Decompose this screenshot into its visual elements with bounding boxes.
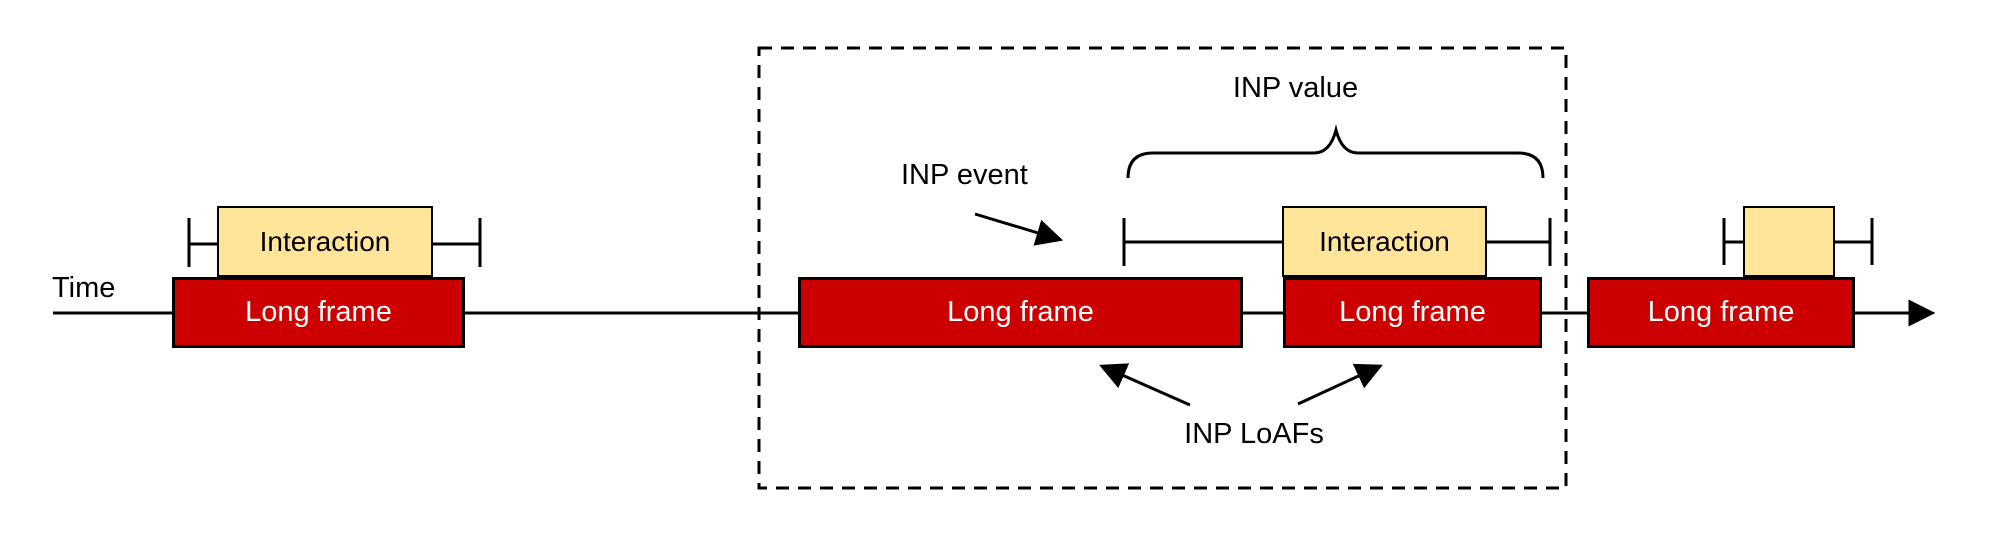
long-frame-1-label: Long frame xyxy=(245,296,392,328)
inp-value-label: INP value xyxy=(1232,72,1359,104)
inp-loafs-arrow-left xyxy=(1099,363,1191,407)
time-axis-label: Time xyxy=(52,272,116,304)
interaction-2-label: Interaction xyxy=(1319,225,1450,257)
inp-window-dashed-box xyxy=(757,46,1568,490)
long-frame-3: Long frame xyxy=(1283,277,1542,348)
inp-event-arrow xyxy=(974,212,1064,246)
long-frame-1: Long frame xyxy=(172,277,465,348)
inp-loafs-label: INP LoAFs xyxy=(1184,418,1324,450)
interaction-1: Interaction xyxy=(217,206,433,277)
long-frame-4-label: Long frame xyxy=(1647,296,1795,328)
long-frame-3-label: Long frame xyxy=(1339,296,1486,328)
interaction-2: Interaction xyxy=(1282,206,1487,277)
interaction-1-label: Interaction xyxy=(259,225,391,257)
long-frame-2: Long frame xyxy=(798,277,1243,348)
inp-event-label: INP event xyxy=(901,159,1028,191)
inp-value-brace xyxy=(1126,124,1545,179)
long-frame-2-label: Long frame xyxy=(947,296,1094,328)
inp-loafs-arrow-right xyxy=(1297,363,1383,406)
interaction-3 xyxy=(1743,206,1835,277)
long-frame-4: Long frame xyxy=(1587,277,1855,348)
